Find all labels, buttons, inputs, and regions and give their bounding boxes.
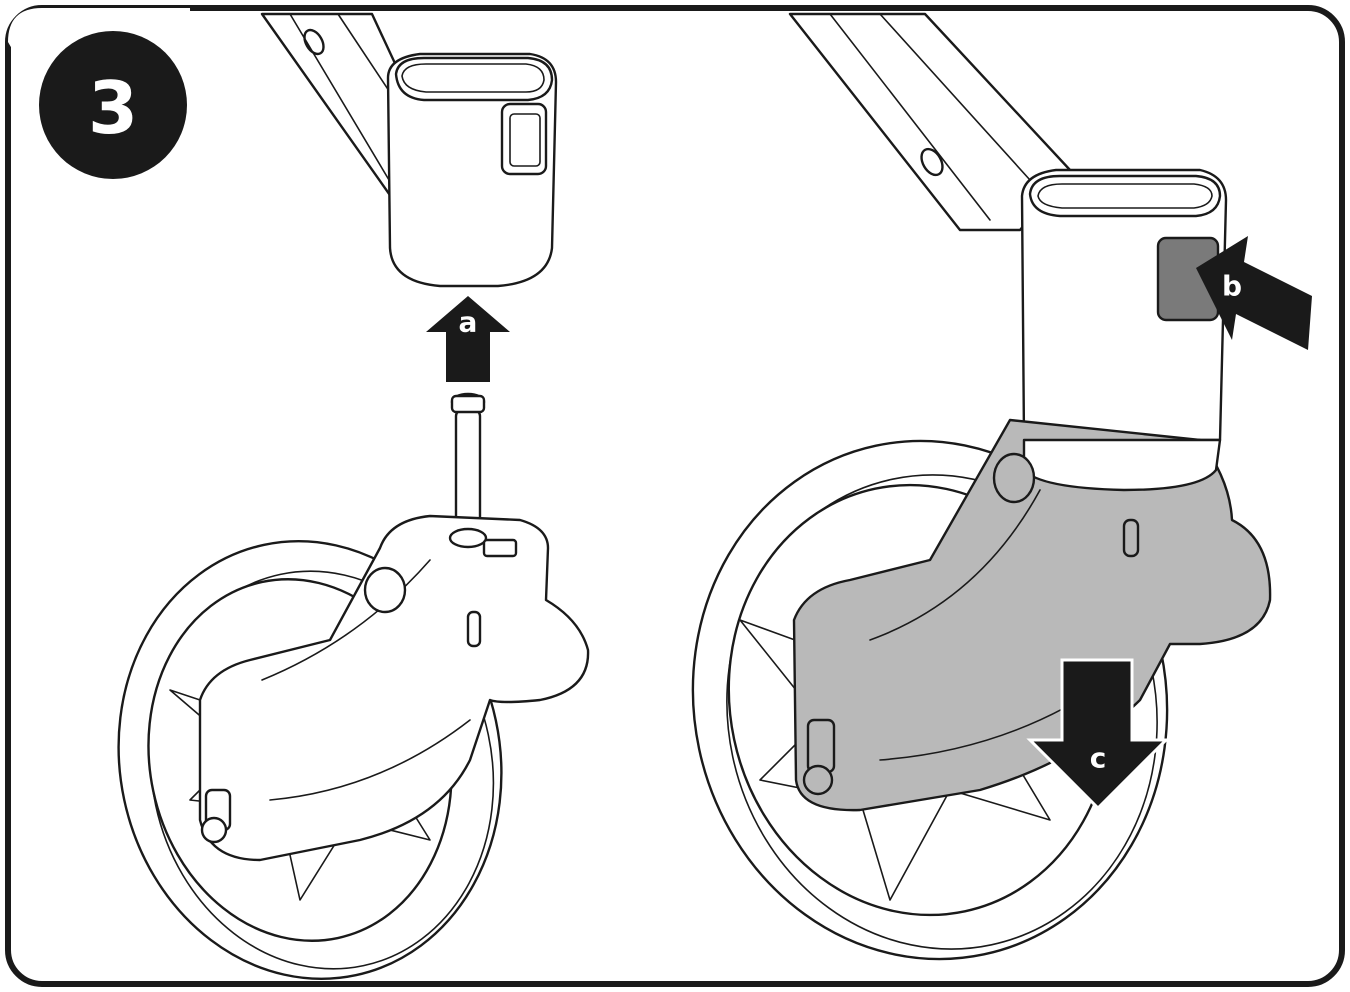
leg-socket-right	[1020, 168, 1228, 442]
caster-fork-left	[198, 514, 590, 862]
callout-c-label: c	[1090, 742, 1107, 775]
callout-a-label: a	[459, 306, 478, 339]
arrow-down-c: c	[1026, 658, 1170, 811]
leg-socket-left	[386, 52, 558, 288]
arrow-up-a: a	[426, 296, 510, 382]
step-badge: 3	[8, 8, 191, 179]
axle-pin	[450, 392, 486, 542]
step-number: 3	[88, 66, 138, 150]
arrow-left-b: b	[1196, 236, 1312, 350]
callout-b-label: b	[1222, 270, 1242, 303]
